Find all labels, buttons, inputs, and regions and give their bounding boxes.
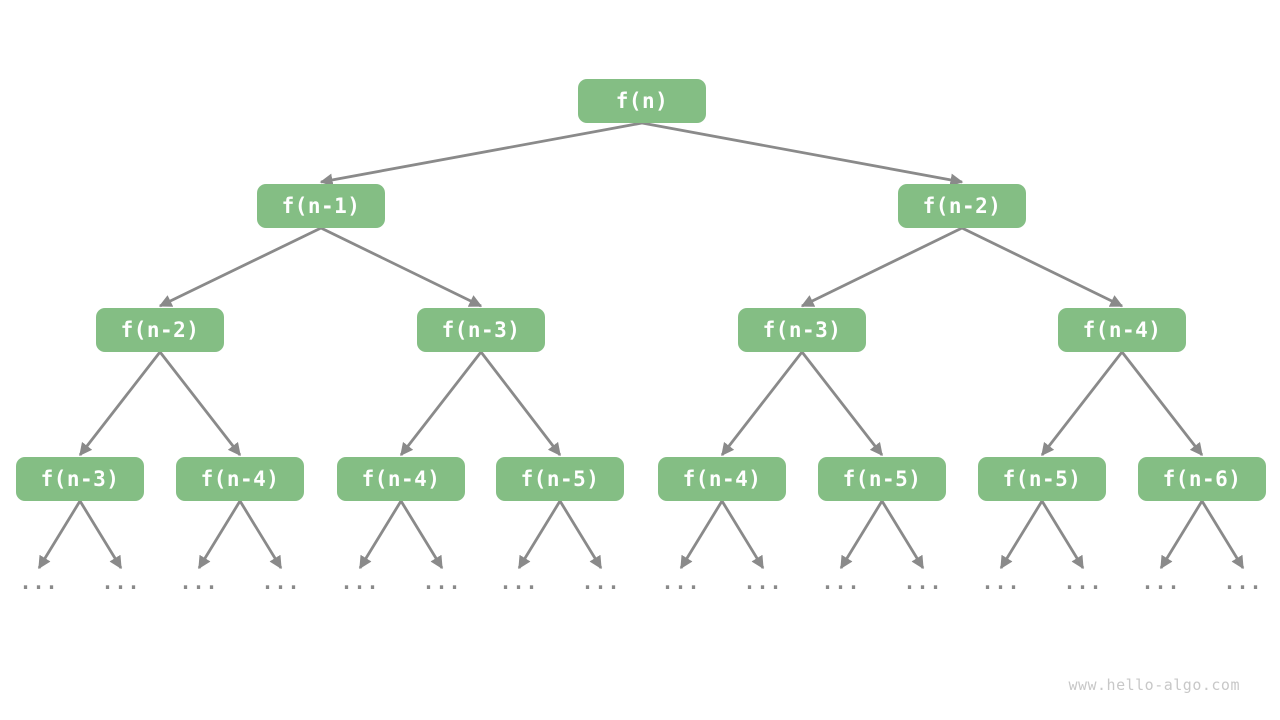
tree-edge-arrow <box>1159 500 1204 570</box>
ellipsis-leaf: ... <box>499 570 539 594</box>
tree-edge-arrow <box>558 500 603 570</box>
tree-node: f(n-4) <box>337 457 465 501</box>
ellipsis-leaf: ... <box>340 570 380 594</box>
tree-node: f(n-4) <box>176 457 304 501</box>
ellipsis-leaf: ... <box>19 570 59 594</box>
tree-node: f(n-3) <box>738 308 866 352</box>
tree-edge-arrow <box>641 121 964 187</box>
ellipsis-leaf: ... <box>422 570 462 594</box>
ellipsis-leaf: ... <box>981 570 1021 594</box>
tree-edge-arrow <box>358 500 403 570</box>
watermark: www.hello-algo.com <box>1068 676 1240 694</box>
tree-edge-arrow <box>158 351 242 457</box>
tree-edge-arrow <box>399 351 483 457</box>
tree-edge-arrow <box>961 226 1124 308</box>
tree-edge-arrow <box>320 226 483 308</box>
tree-edge-arrow <box>238 500 283 570</box>
tree-edge-arrow <box>720 351 804 457</box>
tree-node: f(n-5) <box>818 457 946 501</box>
tree-edge-arrow <box>800 226 963 308</box>
tree-edge-arrow <box>839 500 884 570</box>
tree-node: f(n-4) <box>1058 308 1186 352</box>
ellipsis-leaf: ... <box>179 570 219 594</box>
ellipsis-leaf: ... <box>581 570 621 594</box>
ellipsis-leaf: ... <box>903 570 943 594</box>
tree-edge-arrow <box>78 351 162 457</box>
tree-edge-arrow <box>720 500 765 570</box>
ellipsis-leaf: ... <box>261 570 301 594</box>
tree-edge-arrow <box>800 351 884 457</box>
tree-edge-arrow <box>37 500 82 570</box>
ellipsis-leaf: ... <box>1063 570 1103 594</box>
tree-node: f(n-4) <box>658 457 786 501</box>
tree-edge-arrow <box>679 500 724 570</box>
tree-edge-arrow <box>1040 351 1124 457</box>
tree-node: f(n-2) <box>898 184 1026 228</box>
tree-edge-arrow <box>197 500 242 570</box>
tree-edge-arrow <box>479 351 562 457</box>
tree-edge-arrow <box>1120 351 1204 457</box>
ellipsis-leaf: ... <box>821 570 861 594</box>
tree-edge-arrow <box>517 500 562 570</box>
tree-edge-arrow <box>78 500 123 570</box>
ellipsis-leaf: ... <box>101 570 141 594</box>
tree-node: f(n-5) <box>978 457 1106 501</box>
tree-node: f(n-6) <box>1138 457 1266 501</box>
tree-node: f(n-2) <box>96 308 224 352</box>
tree-node: f(n-5) <box>496 457 624 501</box>
ellipsis-leaf: ... <box>743 570 783 594</box>
ellipsis-leaf: ... <box>1141 570 1181 594</box>
tree-node: f(n) <box>578 79 706 123</box>
tree-edge-arrow <box>1200 500 1245 570</box>
tree-node: f(n-3) <box>417 308 545 352</box>
tree-edge-arrow <box>999 500 1044 570</box>
tree-edge-arrow <box>880 500 925 570</box>
tree-edge-arrow <box>399 500 444 570</box>
tree-edge-arrow <box>1040 500 1085 570</box>
tree-node: f(n-3) <box>16 457 144 501</box>
tree-edge-arrow <box>319 121 643 187</box>
tree-node: f(n-1) <box>257 184 385 228</box>
tree-edge-arrow <box>158 226 322 308</box>
ellipsis-leaf: ... <box>1223 570 1263 594</box>
ellipsis-leaf: ... <box>661 570 701 594</box>
